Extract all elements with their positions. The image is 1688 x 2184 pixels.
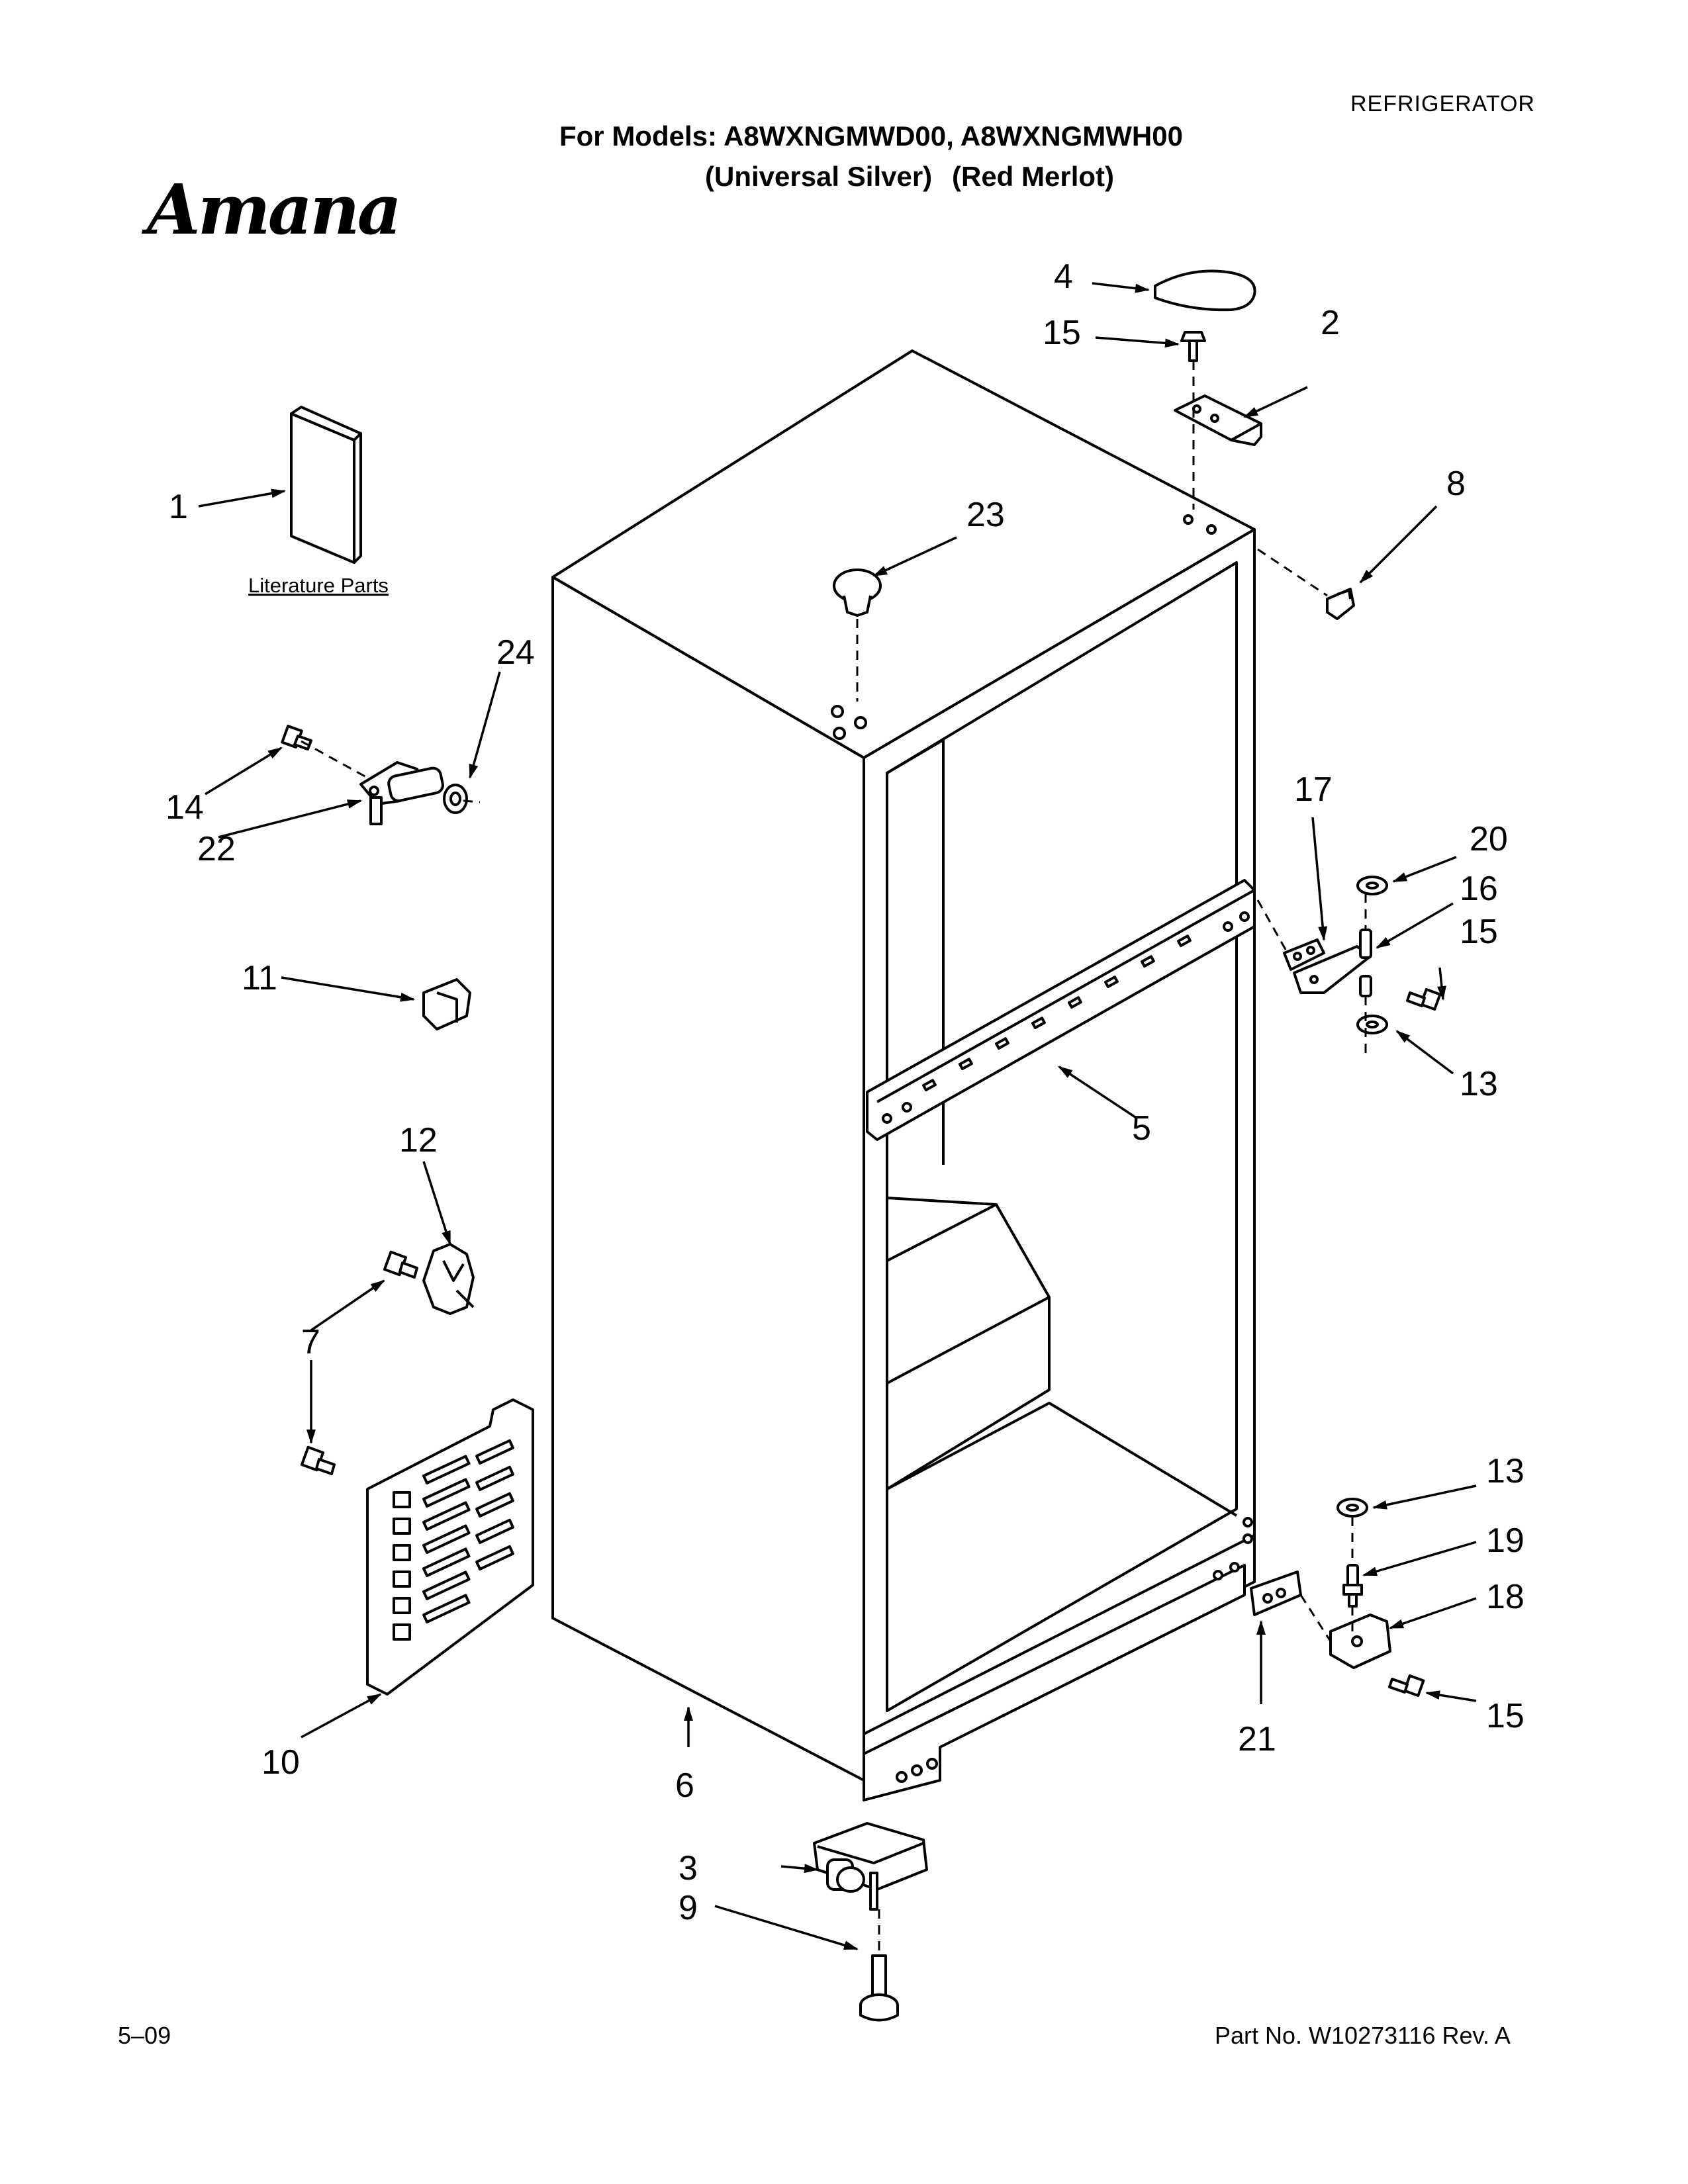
center-rail (866, 879, 1256, 1141)
callout-2: 2 (1321, 304, 1340, 342)
callout-22: 22 (197, 830, 236, 868)
screw-15-middle (1406, 987, 1442, 1011)
washer-13-bottom (1336, 1498, 1368, 1518)
callout-17: 17 (1294, 770, 1333, 809)
cabinet (551, 349, 1256, 1801)
middle-hinge-shim-17 (1283, 938, 1325, 971)
callout-9: 9 (679, 1889, 698, 1927)
hinge-plate-21 (1250, 1570, 1302, 1616)
callout-5: 5 (1132, 1109, 1151, 1148)
callout-8: 8 (1446, 465, 1466, 503)
brand-logo: Amana (147, 169, 402, 250)
callout-16: 16 (1460, 870, 1498, 908)
callout-13-middle: 13 (1460, 1065, 1498, 1103)
callout-21: 21 (1238, 1720, 1276, 1758)
bottom-hinge-18 (1329, 1614, 1391, 1669)
callout-15-bottom: 15 (1486, 1697, 1524, 1735)
cabinet-base (863, 1564, 1246, 1801)
literature-booklet (290, 406, 362, 564)
literature-parts-label: Literature Parts (248, 574, 389, 597)
finish-universal-silver: (Universal Silver) (705, 161, 933, 192)
screw-7-upper (383, 1250, 418, 1279)
part-number: Part No. W10273116 Rev. A (1215, 2022, 1511, 2049)
top-hinge (1174, 394, 1262, 446)
clip-11 (422, 978, 471, 1030)
top-hinge-screw (1180, 331, 1206, 362)
finish-red-merlot: (Red Merlot) (952, 161, 1114, 192)
callout-18: 18 (1486, 1578, 1524, 1616)
callout-10: 10 (261, 1743, 300, 1782)
callout-15-top: 15 (1043, 314, 1081, 352)
models-line: For Models: A8WXNGMWD00, A8WXNGMWH00 (559, 120, 1183, 152)
callout-24: 24 (496, 633, 535, 672)
page-category: REFRIGERATOR (1350, 91, 1535, 116)
washer-20 (1356, 876, 1388, 895)
hinge-cover (1154, 269, 1256, 312)
door-stop-bracket (359, 761, 444, 825)
freezer-compartment (886, 1197, 1051, 1490)
hinge-shim (1326, 588, 1355, 620)
callout-15-middle: 15 (1460, 913, 1498, 951)
washer-13-middle (1356, 1015, 1388, 1034)
callout-12: 12 (399, 1121, 438, 1160)
leveling-leg (859, 1954, 899, 2022)
roller-assembly (813, 1822, 928, 1911)
clip-12 (422, 1243, 475, 1315)
hinge-pin-19 (1342, 1564, 1363, 1608)
callout-1: 1 (169, 488, 188, 526)
callout-3: 3 (679, 1849, 698, 1888)
callout-11: 11 (242, 959, 277, 997)
cabinet-inner-edge (886, 739, 945, 1165)
rear-access-panel (366, 1398, 534, 1696)
callout-19: 19 (1486, 1522, 1524, 1560)
revision-date: 5–09 (118, 2022, 171, 2049)
screw-14 (281, 725, 312, 751)
callout-13-bottom: 13 (1486, 1452, 1524, 1490)
callout-labels: 1 2 3 4 5 6 7 8 9 10 11 12 13 13 14 15 1… (165, 257, 1524, 1927)
callout-23: 23 (966, 496, 1005, 534)
screw-7-lower (300, 1445, 336, 1475)
plug-button (833, 569, 882, 617)
callout-6: 6 (675, 1766, 694, 1805)
cabinet-top-holes (831, 705, 844, 718)
screw-15-bottom (1388, 1674, 1425, 1698)
washer-24 (443, 784, 468, 814)
callout-14: 14 (165, 788, 204, 827)
cabinet-left-side (551, 576, 865, 1782)
callout-4: 4 (1054, 257, 1073, 296)
callout-7: 7 (301, 1323, 320, 1361)
callout-20: 20 (1470, 820, 1508, 858)
